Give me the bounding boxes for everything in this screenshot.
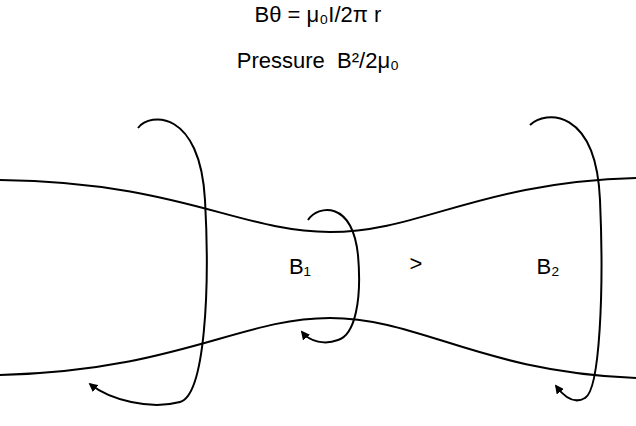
- field-label: B₂: [536, 254, 559, 280]
- field-formula: Bθ = μ₀I/2π r: [255, 2, 382, 28]
- field-loop: [530, 117, 601, 400]
- plasma-boundary: [0, 318, 636, 378]
- plasma-boundary: [0, 178, 636, 232]
- pressure-formula: Pressure B²/2μ₀: [237, 48, 399, 74]
- field-label: B₁: [289, 254, 311, 280]
- field-loop: [90, 119, 207, 404]
- comparison-sign: >: [410, 251, 423, 277]
